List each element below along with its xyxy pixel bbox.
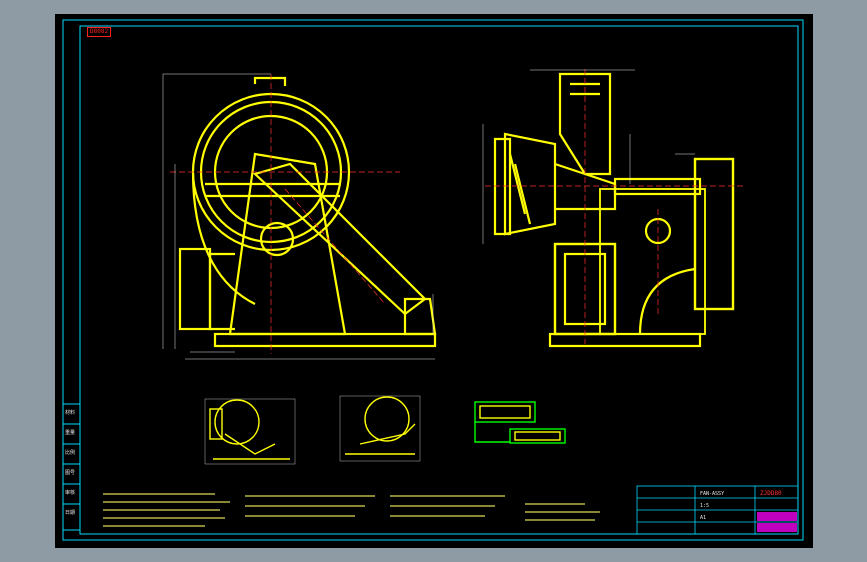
- cad-viewport[interactable]: D8082: [55, 14, 813, 548]
- title-row-1: FAN-ASSY: [700, 491, 724, 497]
- side-label-4: 图号: [65, 470, 75, 476]
- front-view-dimensions: [162, 73, 435, 360]
- side-label-2: 重量: [65, 429, 75, 436]
- side-label-6: 日期: [65, 510, 75, 516]
- side-label-3: 比例: [65, 449, 75, 456]
- sheet-frame: [62, 19, 804, 541]
- title-block-fill: [757, 512, 797, 532]
- side-view-centerlines: [485, 69, 745, 344]
- side-label-5: 审核: [65, 489, 75, 496]
- title-block: [636, 485, 799, 535]
- detail-view-b: [339, 395, 421, 462]
- detail-view-c: [474, 401, 566, 444]
- drawing-tag: D8082: [87, 27, 112, 37]
- side-view-dimensions: [482, 69, 695, 244]
- drawing-code: ZJDD80: [760, 490, 782, 497]
- title-row-2: 1:5: [700, 503, 709, 509]
- title-row-3: A1: [700, 515, 706, 521]
- front-view: [178, 76, 437, 348]
- detail-view-a: [204, 398, 296, 465]
- side-view: [493, 72, 735, 348]
- front-view-centerlines: [170, 74, 400, 354]
- cad-drawing: ZJDD80 FAN-ASSY 1:5 A1 材料 重量 比例 图号 审核 日期: [62, 19, 804, 541]
- technical-notes: [103, 493, 600, 527]
- side-label-1: 材料: [65, 409, 75, 416]
